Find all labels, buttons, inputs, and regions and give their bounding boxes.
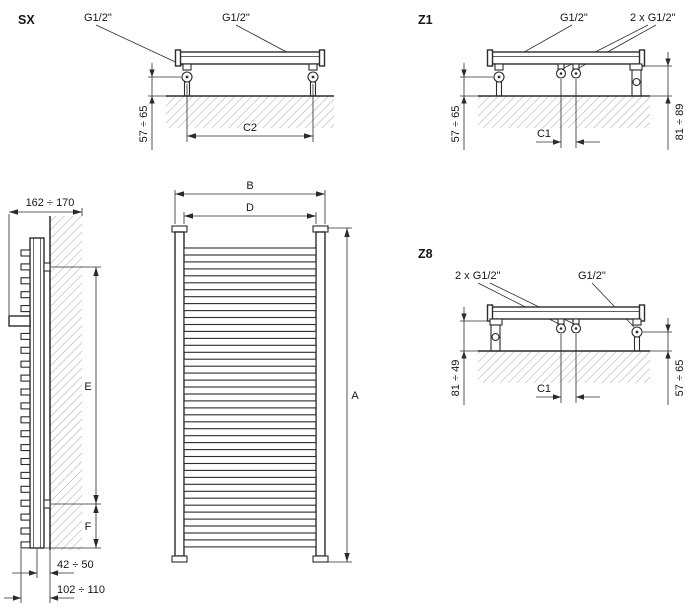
dimension-total-depth: 162 ÷ 170 [8, 197, 83, 315]
z1-wall-distance-value: 57 ÷ 65 [450, 106, 462, 143]
rung-tabs [20, 249, 31, 549]
rungs [183, 247, 317, 548]
dimension-wall-distance: 57 ÷ 65 [450, 63, 493, 150]
dimension-overall-height: A [327, 227, 359, 563]
side-dim-f-value: F [85, 521, 92, 533]
sx-view: SX G1/2" G1/2" [18, 12, 334, 150]
wall-hatch [478, 351, 650, 383]
wall-hatch [166, 96, 334, 128]
sx-label: SX [18, 13, 35, 27]
z1-view: Z1 G1/2" 2 x G1/2" [418, 12, 686, 150]
dimension-front-to-wall: 102 ÷ 110 [4, 549, 105, 603]
center-connections [555, 63, 582, 79]
dimension-connection-span: C2 [186, 84, 314, 142]
z8-center-span-value: C1 [537, 383, 551, 395]
front-dim-d-value: D [246, 202, 254, 214]
connection-fitting-left [493, 63, 505, 97]
sx-connection-right-label: G1/2" [222, 12, 250, 24]
front-view: B D A [171, 180, 359, 563]
dimension-axis-to-wall: 42 ÷ 50 [12, 549, 94, 603]
z1-side-connection-label: G1/2" [560, 12, 588, 24]
valve-bracket-left [489, 318, 503, 352]
dimension-center-span: C1 [536, 334, 600, 403]
dimension-valve-depth: 81 ÷ 89 [644, 52, 686, 150]
z1-label: Z1 [418, 13, 433, 27]
dimension-wall-distance: 57 ÷ 65 [138, 63, 181, 150]
dimension-inner-width: D [183, 202, 317, 224]
connection-fitting-right [631, 318, 643, 352]
wall-section [478, 95, 650, 128]
front-dim-a-value: A [351, 390, 359, 402]
dimension-bottom-offset: F [45, 504, 101, 549]
dimension-overall-width: B [174, 180, 326, 224]
dimension-mounting-height: E [51, 266, 101, 505]
side-front-to-wall-value: 102 ÷ 110 [57, 584, 105, 596]
z1-valve-depth-value: 81 ÷ 89 [674, 104, 686, 141]
z8-side-connection-label: G1/2" [578, 270, 606, 282]
collector-side-profile [29, 237, 45, 549]
z1-center-connection-label: 2 x G1/2" [630, 12, 676, 24]
z8-center-connection-label: 2 x G1/2" [455, 270, 501, 282]
radiator-top-profile [486, 49, 646, 67]
side-total-depth-value: 162 ÷ 170 [26, 197, 75, 209]
z1-center-span-value: C1 [537, 128, 551, 140]
side-dim-e-value: E [84, 381, 91, 393]
sx-connection-left-label: G1/2" [84, 12, 112, 24]
dimension-valve-depth: 81 ÷ 49 [450, 307, 488, 405]
valve-bracket-right [629, 63, 643, 97]
wall-section [166, 95, 334, 128]
front-dim-b-value: B [246, 180, 253, 192]
side-protrusion [8, 315, 31, 327]
z8-valve-depth-value: 81 ÷ 49 [450, 360, 462, 397]
sx-span-value: C2 [243, 122, 257, 134]
radiator-top-profile [174, 49, 326, 67]
wall-section [478, 350, 650, 383]
sx-wall-distance-value: 57 ÷ 65 [138, 106, 150, 143]
dimension-wall-distance: 57 ÷ 65 [643, 318, 686, 405]
z8-view: Z8 2 x G1/2" G1/2" [418, 247, 686, 405]
dimension-center-span: C1 [536, 79, 600, 148]
z8-label: Z8 [418, 247, 433, 261]
wall-hatch [50, 216, 82, 550]
radiator-top-profile [486, 304, 646, 322]
z8-wall-distance-value: 57 ÷ 65 [674, 360, 686, 397]
center-connections [555, 318, 582, 334]
leader-line [591, 282, 635, 328]
side-axis-to-wall-value: 42 ÷ 50 [57, 559, 94, 571]
wall-section [49, 216, 82, 550]
side-view: 162 ÷ 170 E F 42 ÷ 50 [4, 197, 105, 603]
wall-bracket-bottom [43, 499, 51, 509]
leader-line [95, 24, 185, 67]
wall-hatch [478, 96, 650, 128]
wall-bracket-top [43, 262, 51, 272]
